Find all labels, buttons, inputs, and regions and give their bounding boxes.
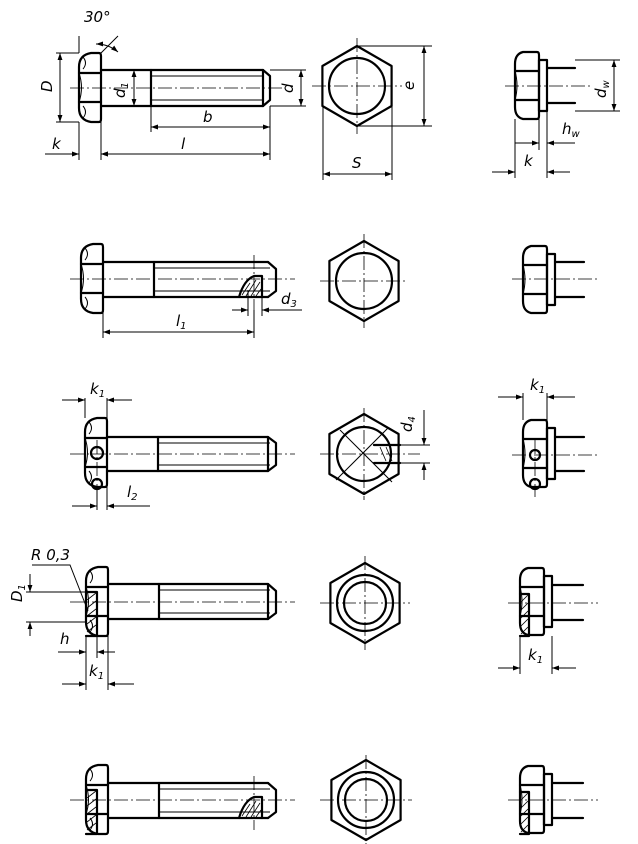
dim-l2-label: l2 xyxy=(127,483,138,503)
dim-b-label: b xyxy=(203,108,213,126)
row2-flange-head-view xyxy=(512,244,598,315)
dim-d-label: d xyxy=(279,83,297,93)
row5-flange-head-view xyxy=(508,764,598,836)
row4-hex-end-view xyxy=(320,556,410,650)
angle-label: 30° xyxy=(84,8,111,26)
dim-e-label: e xyxy=(400,81,418,90)
row5-hex-end-view xyxy=(320,755,412,844)
dim-k1-row4-right-label: k1 xyxy=(528,646,543,666)
dim-d3-label: d3 xyxy=(281,290,297,310)
row4-flange-head-view: k1 xyxy=(498,566,598,674)
dim-D-label: D xyxy=(38,80,56,92)
dim-k1-row3-right-label: k1 xyxy=(530,376,545,396)
row5-bolt-side-view xyxy=(70,763,295,836)
dim-D1-label: D1 xyxy=(8,584,28,602)
dim-k1-row3-left-label: k1 xyxy=(90,380,105,400)
row4-bolt-side-view: R 0,3 D1 h k1 xyxy=(8,546,295,690)
row1-bolt-side-view: 30° D d1 d b k l xyxy=(38,8,306,160)
dim-k1-row4-left-label: k1 xyxy=(89,662,104,682)
dim-l1-label: l1 xyxy=(176,312,187,332)
row2-bolt-side-view: d3 l1 xyxy=(70,242,302,338)
dim-k-right-label: k xyxy=(524,152,534,170)
dim-d4-label: d4 xyxy=(398,416,418,432)
dim-d1-label: d1 xyxy=(111,82,131,98)
row1-hex-end-view: e S xyxy=(312,38,432,180)
row1-flange-head-view: dw hw k xyxy=(492,50,620,178)
dim-S-label: S xyxy=(352,154,362,172)
dim-l-label: l xyxy=(181,135,186,153)
dim-hw-label: hw xyxy=(562,120,581,140)
radius-label: R 0,3 xyxy=(31,546,70,564)
dim-h-label: h xyxy=(60,630,70,648)
row3-hex-end-view: d4 xyxy=(320,408,430,500)
dim-dw-label: dw xyxy=(592,79,612,98)
row3-flange-head-view: k1 xyxy=(498,376,598,497)
row3-bolt-side-view: k1 l2 xyxy=(62,380,295,510)
row2-hex-end-view xyxy=(320,234,408,328)
dim-k-label: k xyxy=(52,135,62,153)
